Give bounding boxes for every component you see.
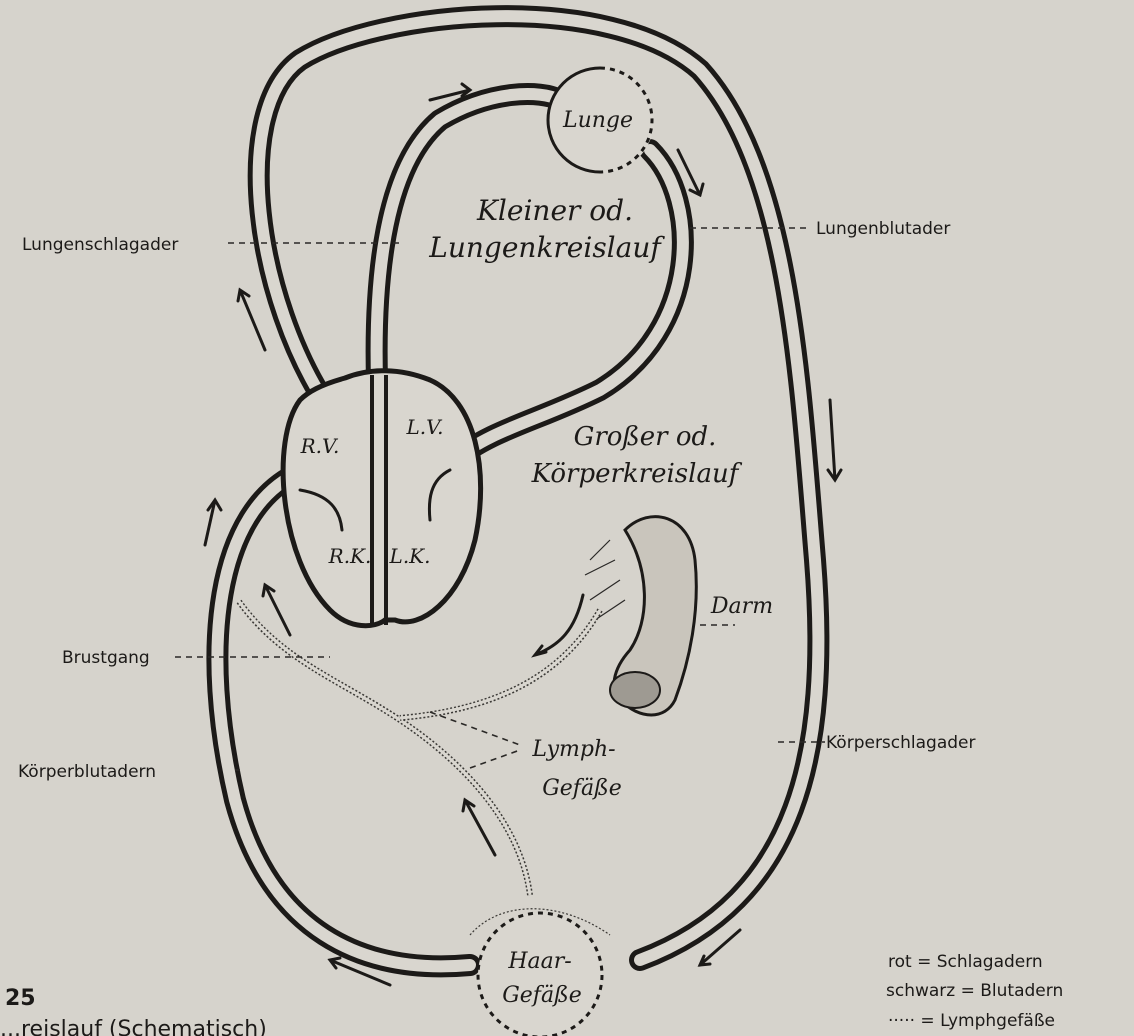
pulmonary-artery-label: Lungenschlagader (22, 235, 178, 255)
intestine-organ (585, 517, 696, 715)
heart-label-rv: R.V. (300, 434, 340, 458)
thoracic-duct-label: Brustgang (62, 648, 150, 668)
figure-caption: ...reislauf (Schematisch) (0, 1017, 267, 1036)
capillaries-label-line2: Gefäße (502, 983, 582, 1008)
heart (283, 371, 481, 626)
capillaries-label-line1: Haar- (507, 949, 571, 974)
lung-label: Lunge (562, 108, 633, 133)
legend-row-lymph: ····· = Lymphgefäße (888, 1011, 1055, 1031)
body-veins-label: Körperblutadern (18, 762, 156, 782)
heart-label-rk: R.K. (328, 544, 372, 568)
large-circuit-subtitle: Körperkreislauf (531, 459, 743, 489)
heart-label-lk: L.K. (389, 544, 431, 568)
small-circuit-title: Kleiner od. (476, 194, 633, 227)
lymph-label-line1: Lymph- (531, 737, 615, 762)
legend-row-arteries: rot = Schlagadern (888, 952, 1043, 972)
legend-row-veins: schwarz = Blutadern (886, 981, 1063, 1001)
body-artery-label: Körperschlagader (826, 733, 976, 753)
large-circuit-title: Großer od. (574, 422, 717, 452)
intestine-label: Darm (710, 594, 773, 619)
pulmonary-vein-label: Lungenblutader (816, 219, 950, 239)
small-circuit-subtitle: Lungenkreislauf (428, 231, 665, 264)
heart-label-lv: L.V. (406, 415, 444, 439)
figure-number: 25 (5, 986, 36, 1011)
lymph-label-line2: Gefäße (542, 776, 622, 801)
